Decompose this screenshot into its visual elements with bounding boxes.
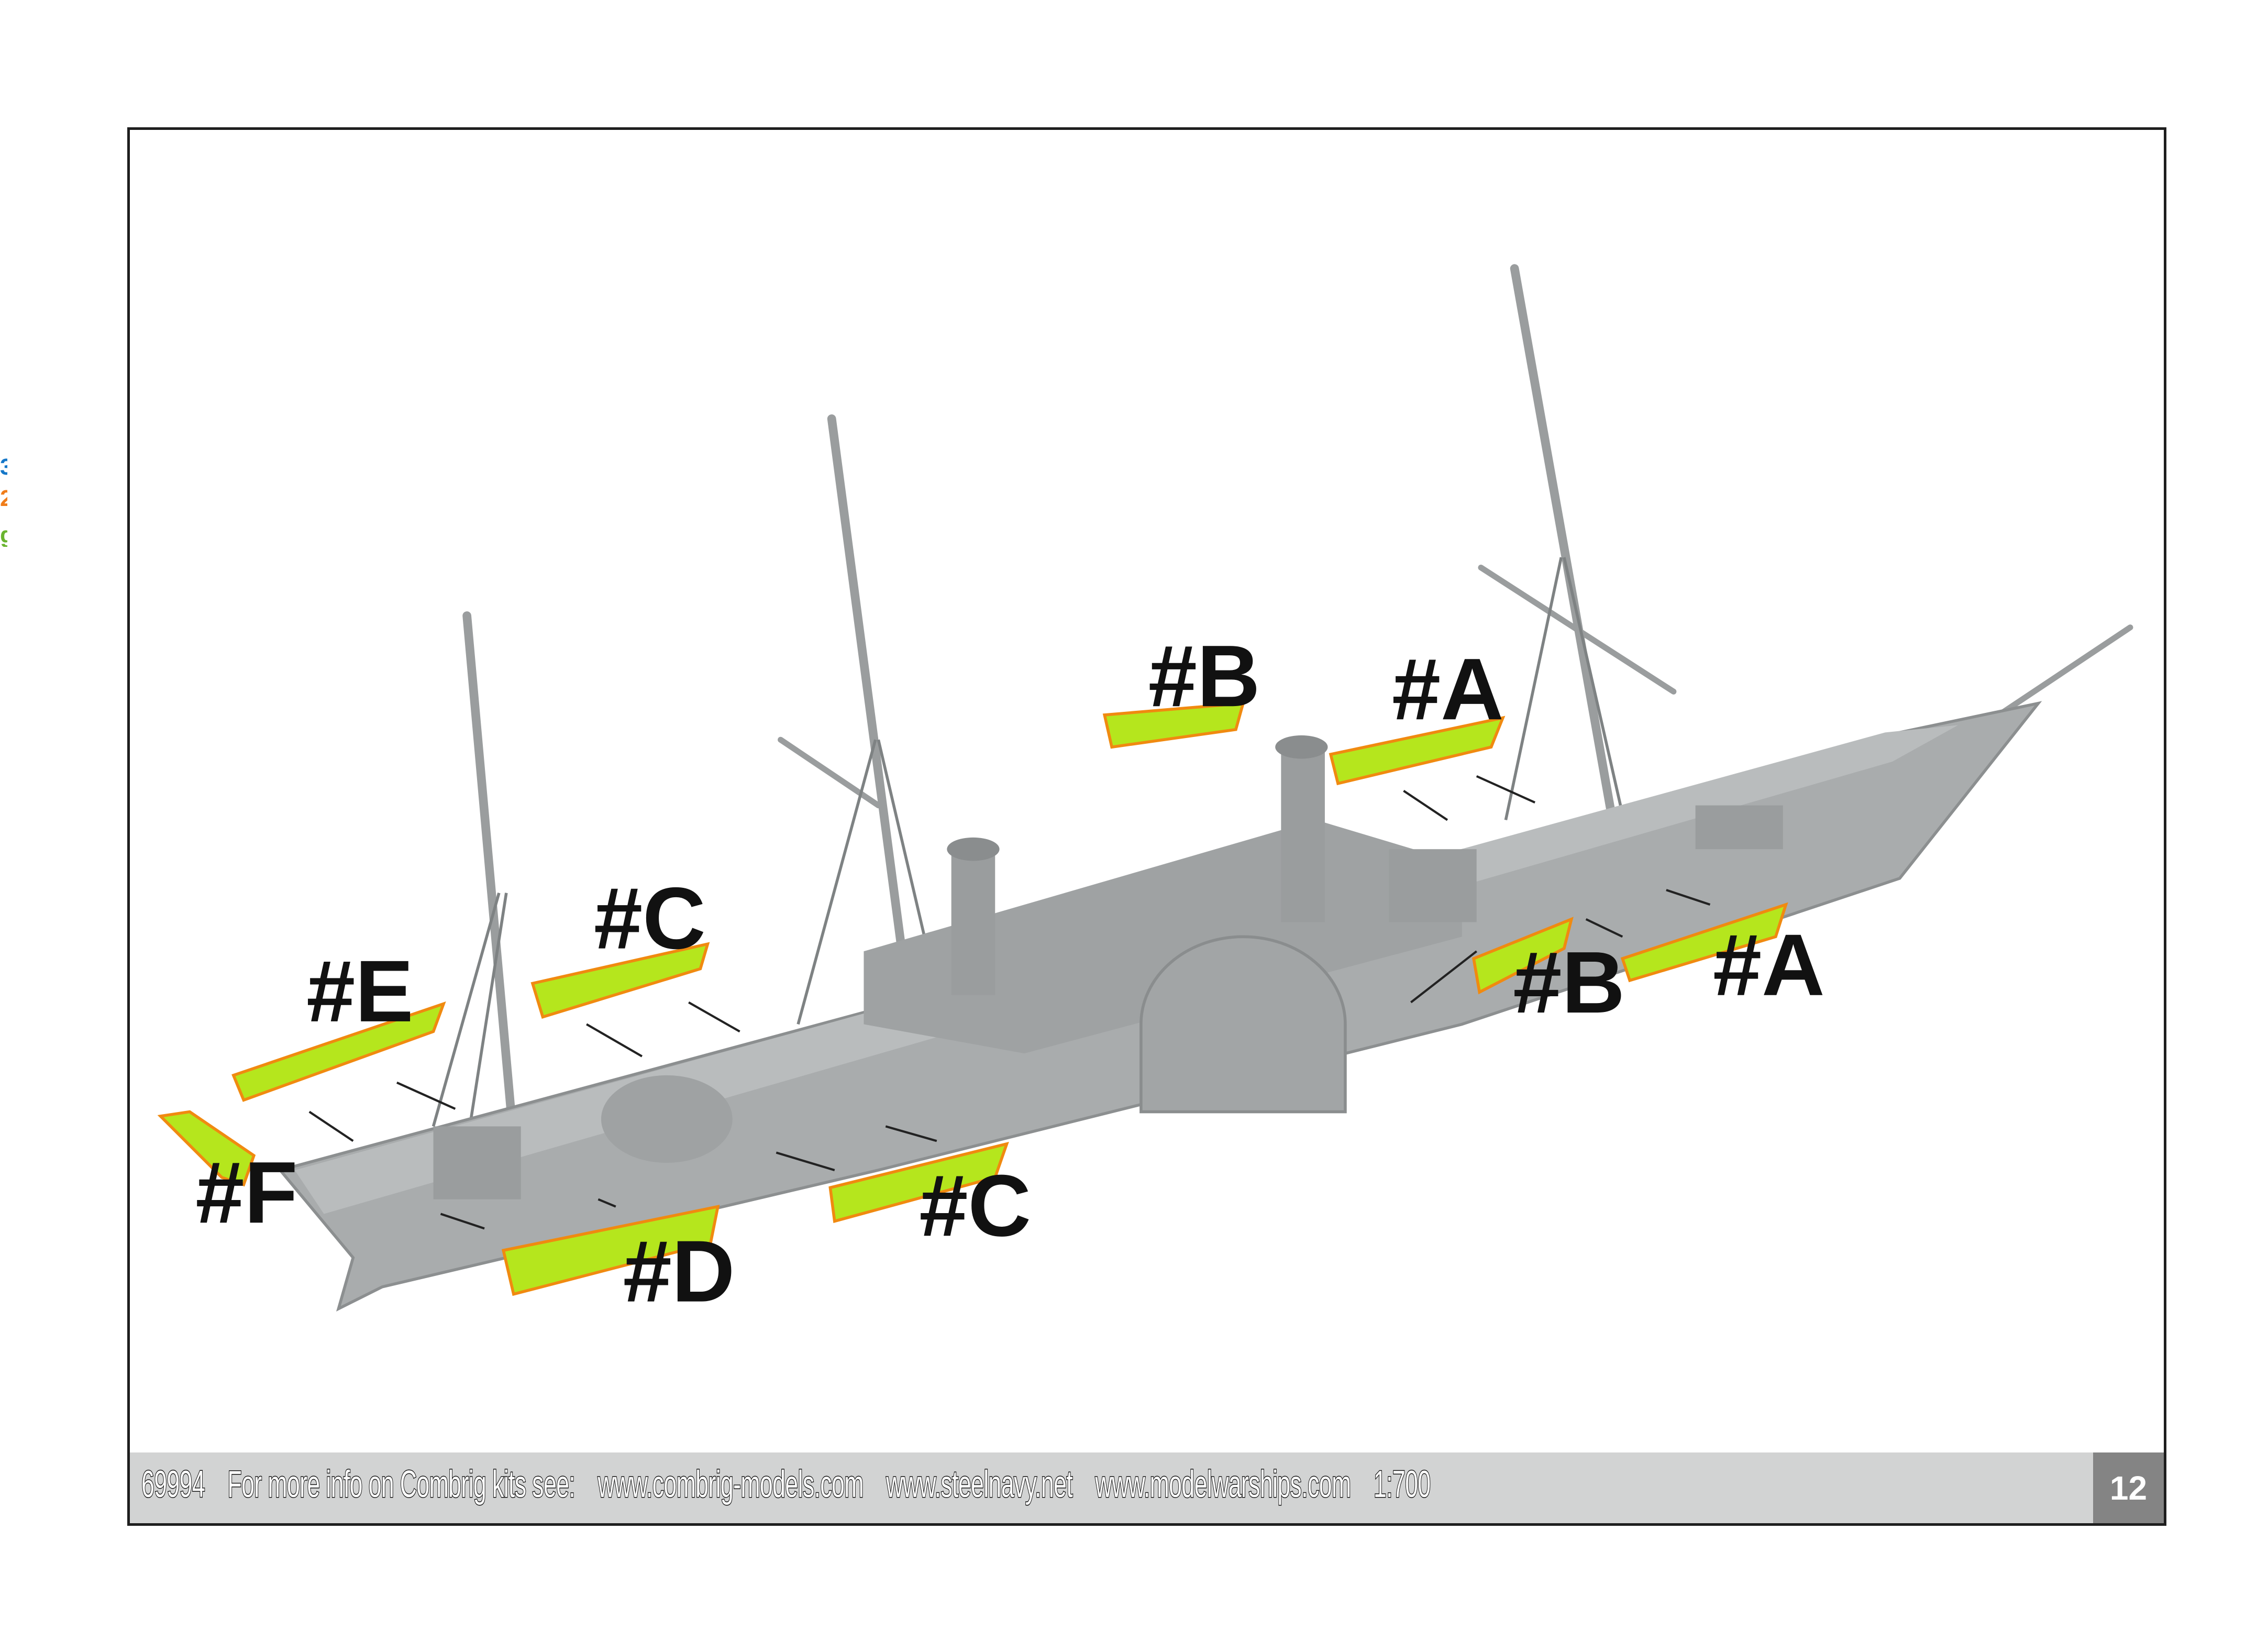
edge-mark: 2: [0, 487, 7, 510]
boat-B-top: [1102, 701, 1245, 749]
edge-mark: 3: [0, 456, 7, 479]
label-C-top: #C: [594, 870, 706, 967]
page-number: 12: [2093, 1452, 2164, 1523]
boat-D: [501, 1205, 720, 1296]
boat-E: [231, 1001, 446, 1102]
url-steelnavy[interactable]: www.steelnavy.net: [886, 1463, 1073, 1506]
label-B-side: #B: [1513, 934, 1625, 1031]
instruction-page-frame: #B #A #C #E #F #D #C #B #A 69994 For more…: [127, 127, 2166, 1526]
boat-C-top: [530, 942, 710, 1019]
footer-bar: 69994 For more info on Combrig kits see: w…: [130, 1452, 2164, 1523]
ship-assembly-illustration: #B #A #C #E #F #D #C #B #A: [157, 264, 2133, 1320]
label-C-side: #C: [919, 1157, 1031, 1254]
kit-number: 69994: [141, 1463, 206, 1506]
boat-B-side: [1472, 917, 1574, 995]
lifeboats: [157, 701, 1788, 1296]
url-combrig[interactable]: www.combrig-models.com: [598, 1463, 865, 1506]
assembly-arrows: [308, 775, 1711, 1230]
label-A-top: #A: [1392, 641, 1504, 738]
label-F: #F: [195, 1144, 297, 1241]
boat-F: [157, 1110, 256, 1187]
edge-mark: g: [0, 524, 7, 547]
info-text: For more info on Combrig kits see:: [227, 1463, 576, 1506]
footer-text: 69994 For more info on Combrig kits see: w…: [141, 1463, 1453, 1506]
ship-hull: [278, 701, 2042, 1312]
label-E: #E: [306, 943, 413, 1040]
label-B-top: #B: [1148, 628, 1260, 725]
url-modelwarships[interactable]: www.modelwarships.com: [1094, 1463, 1352, 1506]
shrouds: [432, 557, 1639, 1127]
scale-text: 1:700: [1373, 1463, 1431, 1506]
label-A-side: #A: [1713, 917, 1825, 1014]
boat-A-top: [1329, 716, 1506, 786]
boat-C-side: [828, 1141, 1009, 1223]
boat-A-side: [1620, 902, 1788, 983]
label-D: #D: [623, 1223, 735, 1320]
